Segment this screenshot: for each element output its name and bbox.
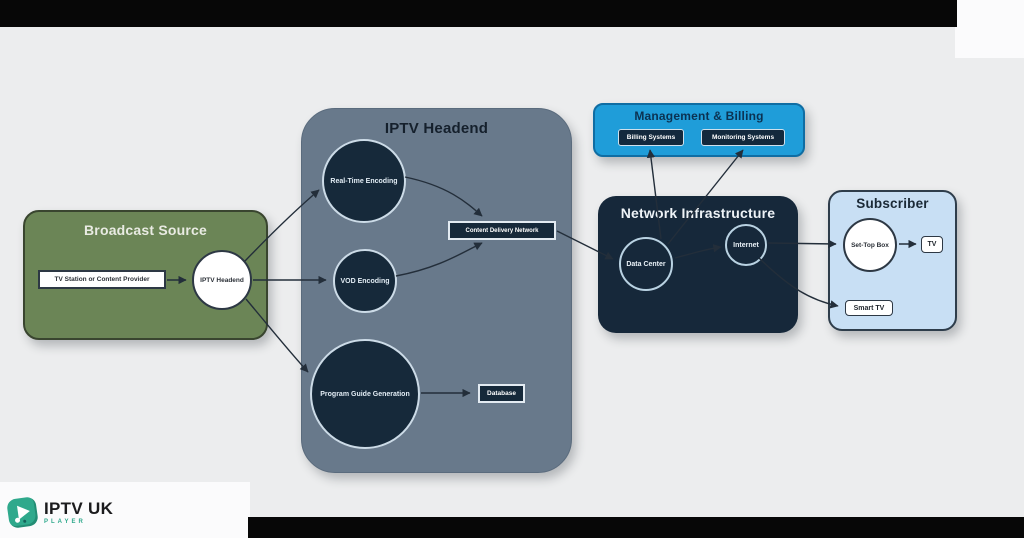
realtime-encoding-node: Real-Time Encoding bbox=[322, 139, 406, 223]
iptv-headend-title: IPTV Headend bbox=[384, 120, 489, 137]
monitoring-systems-node: Monitoring Systems bbox=[701, 129, 785, 146]
letterbox-bar-bottom bbox=[248, 517, 1024, 538]
tv-node: TV bbox=[921, 236, 943, 253]
program-guide-node: Program Guide Generation bbox=[310, 339, 420, 449]
network-infrastructure-panel: Network Infrastructure Data Center Inter… bbox=[598, 196, 798, 333]
subscriber-title: Subscriber bbox=[856, 196, 929, 211]
vod-encoding-node: VOD Encoding bbox=[333, 249, 397, 313]
white-patch-bottom-left bbox=[0, 482, 250, 538]
subscriber-panel: Subscriber Set-Top Box TV Smart TV bbox=[828, 190, 957, 331]
tv-station-node: TV Station or Content Provider bbox=[38, 270, 166, 289]
set-top-box-node: Set-Top Box bbox=[843, 218, 897, 272]
play-icon bbox=[6, 496, 39, 529]
smart-tv-node: Smart TV bbox=[845, 300, 893, 316]
letterbox-bar-top bbox=[0, 0, 957, 27]
network-infrastructure-title: Network Infrastructure bbox=[620, 205, 776, 221]
internet-node: Internet bbox=[725, 224, 767, 266]
broadcast-source-panel: Broadcast Source TV Station or Content P… bbox=[23, 210, 268, 340]
iptv-uk-player-logo: IPTV UK PLAYER bbox=[6, 496, 114, 529]
management-billing-title: Management & Billing bbox=[634, 109, 764, 123]
management-billing-panel: Management & Billing Billing Systems Mon… bbox=[593, 103, 805, 157]
iptv-headend-panel: IPTV Headend Real-Time Encoding VOD Enco… bbox=[301, 108, 572, 473]
billing-systems-node: Billing Systems bbox=[618, 129, 684, 146]
white-patch-top-right bbox=[955, 0, 1024, 58]
cdn-node: Content Delivery Network bbox=[448, 221, 556, 240]
logo-brand-text: IPTV UK bbox=[44, 498, 114, 518]
logo-subtitle-text: PLAYER bbox=[44, 518, 86, 525]
iptv-headend-node: IPTV Headend bbox=[192, 250, 252, 310]
database-node: Database bbox=[478, 384, 525, 403]
data-center-node: Data Center bbox=[619, 237, 673, 291]
broadcast-source-title: Broadcast Source bbox=[83, 222, 208, 238]
